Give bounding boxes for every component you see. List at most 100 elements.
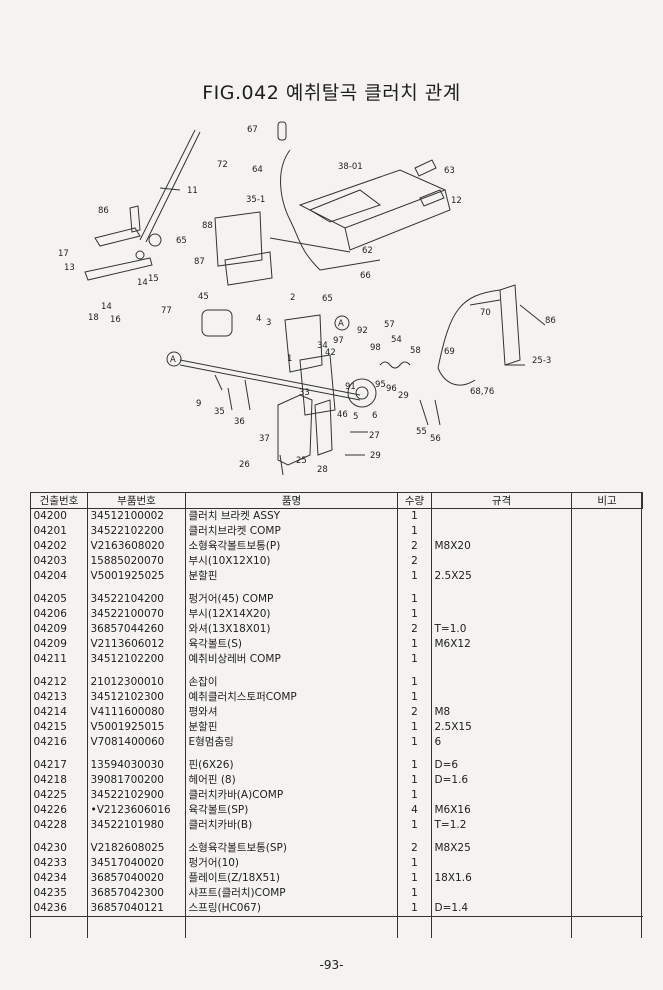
svg-text:14: 14 <box>101 302 112 312</box>
cell-part-number: 34512102300 <box>90 691 165 703</box>
group-spacer <box>31 584 643 592</box>
svg-text:14: 14 <box>137 278 148 288</box>
cell-remarks <box>572 607 643 622</box>
cell-qty: 1 <box>411 721 418 733</box>
cell-no: 04204 <box>33 570 67 582</box>
cell-no: 04226 <box>33 804 67 816</box>
cell-remarks <box>572 788 643 803</box>
cell-part-number: 34522102200 <box>90 525 165 537</box>
table-header-row: 건출번호 부품번호 품명 수량 규격 비고 <box>30 492 643 509</box>
header-remarks: 비고 <box>571 492 643 509</box>
cell-spec <box>432 690 572 705</box>
svg-text:91: 91 <box>345 382 356 392</box>
cell-part-number: 36857040020 <box>90 872 165 884</box>
cell-remarks <box>572 592 643 607</box>
cell-remarks <box>572 690 643 705</box>
cell-no: 04230 <box>33 842 67 854</box>
header-no: 건출번호 <box>30 492 88 509</box>
svg-text:77: 77 <box>161 306 172 316</box>
cell-name: 플레이트(Z/18X51) <box>188 872 280 884</box>
svg-text:55: 55 <box>416 427 427 437</box>
cell-remarks <box>572 622 643 637</box>
svg-text:35: 35 <box>214 407 225 417</box>
svg-text:54: 54 <box>391 335 402 345</box>
cell-spec <box>432 652 572 667</box>
cell-no: 04201 <box>33 525 67 537</box>
cell-spec: M8X25 <box>434 842 471 854</box>
cell-spec: 2.5X25 <box>434 570 472 582</box>
cell-qty: 4 <box>411 804 418 816</box>
cell-remarks <box>572 803 643 818</box>
svg-text:92: 92 <box>357 326 368 336</box>
cell-part-number: V5001925015 <box>90 721 165 733</box>
cell-qty: 1 <box>411 608 418 620</box>
cell-part-number: V2163608020 <box>90 540 165 552</box>
exploded-parts-diagram: 67 64 72 38-01 63 11 35-1 12 86 88 65 62… <box>58 121 556 476</box>
svg-text:3: 3 <box>266 318 271 328</box>
cell-no: 04217 <box>33 759 67 771</box>
svg-text:96: 96 <box>386 384 397 394</box>
cell-no: 04205 <box>33 593 67 605</box>
cell-qty: 2 <box>411 555 418 567</box>
cell-remarks <box>572 871 643 886</box>
svg-text:25: 25 <box>296 456 307 466</box>
svg-text:38-01: 38-01 <box>338 162 363 172</box>
svg-text:36: 36 <box>234 417 245 427</box>
svg-text:46: 46 <box>337 410 348 420</box>
header-name: 품명 <box>185 492 398 509</box>
cell-qty: 1 <box>411 510 418 522</box>
cell-name: 손잡이 <box>188 676 218 688</box>
svg-text:97: 97 <box>333 336 344 346</box>
cell-spec <box>432 554 572 569</box>
cell-part-number: 15885020070 <box>90 555 165 567</box>
svg-text:58: 58 <box>410 346 421 356</box>
svg-text:98: 98 <box>370 343 381 353</box>
cell-name: 핀(6X26) <box>188 759 234 771</box>
cell-name: 분할핀 <box>188 570 218 582</box>
cell-spec <box>432 886 572 901</box>
svg-text:33: 33 <box>299 388 310 398</box>
cell-name: 와셔(13X18X01) <box>188 623 271 635</box>
cell-name: E형멈춤링 <box>188 736 234 748</box>
svg-text:16: 16 <box>110 315 121 325</box>
cell-spec: 18X1.6 <box>434 872 472 884</box>
cell-no: 04203 <box>33 555 67 567</box>
cell-part-number: 34522100070 <box>90 608 165 620</box>
svg-text:15: 15 <box>148 274 159 284</box>
cell-remarks <box>572 524 643 539</box>
cell-name: 펑거어(10) <box>188 857 240 869</box>
svg-text:26: 26 <box>239 460 250 470</box>
cell-no: 04206 <box>33 608 67 620</box>
cell-remarks <box>572 886 643 901</box>
cell-qty: 2 <box>411 540 418 552</box>
group-spacer <box>31 667 643 675</box>
svg-text:35-1: 35-1 <box>246 195 265 205</box>
cell-qty: 2 <box>411 623 418 635</box>
group-spacer <box>31 833 643 841</box>
cell-part-number: 36857040121 <box>87 901 186 917</box>
svg-text:88: 88 <box>202 221 213 231</box>
cell-name: 클러치브라켓 COMP <box>188 525 281 537</box>
cell-part-number: V4111600080 <box>90 706 165 718</box>
svg-text:6: 6 <box>372 411 377 421</box>
svg-text:9: 9 <box>196 399 201 409</box>
svg-text:72: 72 <box>217 160 228 170</box>
cell-name: 소형육각볼트보통(P) <box>188 540 281 552</box>
cell-part-number: 36857044260 <box>90 623 165 635</box>
cell-name: 육각볼트(S) <box>188 638 243 650</box>
